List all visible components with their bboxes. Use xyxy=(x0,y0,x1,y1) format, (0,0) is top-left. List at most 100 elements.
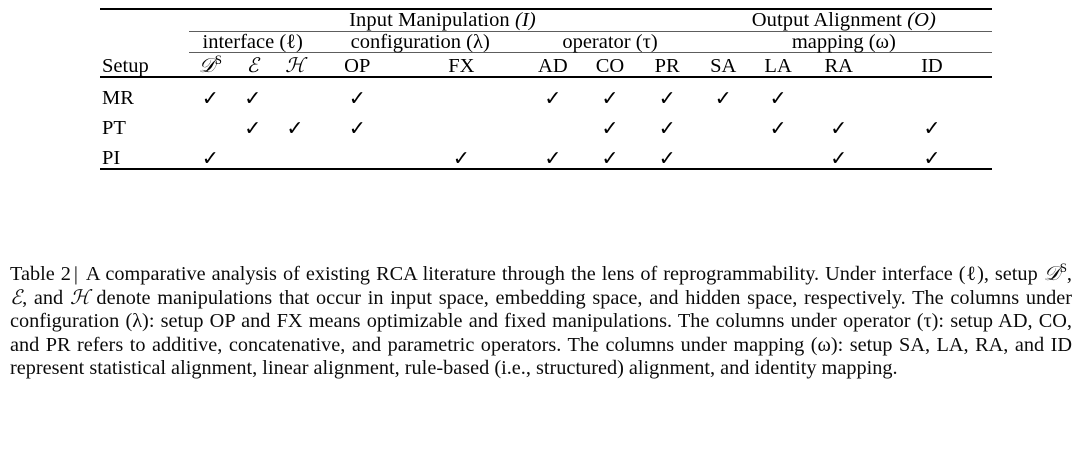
group-header-input-manipulation: Input Manipulation (I) xyxy=(189,10,696,31)
row-setup-pi: PI xyxy=(102,146,121,169)
caption-symbol-script-h: ℋ xyxy=(69,285,90,310)
column-header-id: ID xyxy=(921,54,943,77)
comparative-analysis-table: Input Manipulation (I) Output Alignment … xyxy=(100,8,992,172)
column-header-fx: FX xyxy=(448,54,475,77)
column-header-co: CO xyxy=(595,54,625,77)
cell-pt-ad xyxy=(524,108,581,138)
caption-separator: | xyxy=(73,262,78,285)
sub-header-interface-symbol: (ℓ) xyxy=(279,30,303,53)
caption-segment-2: , xyxy=(1066,262,1072,285)
group-header-output-alignment-label: Output Alignment xyxy=(751,9,902,31)
cell-mr-ad: ✓ xyxy=(544,85,562,110)
column-header-ra: RA xyxy=(824,54,853,77)
cell-pi-e xyxy=(232,138,274,169)
cell-pi-sa xyxy=(696,138,751,169)
column-header-xs: 𝒟S xyxy=(189,53,231,76)
column-header-e-label: ℰ xyxy=(246,52,259,77)
cell-pt-fx xyxy=(398,108,524,138)
column-header-ad: AD xyxy=(538,54,568,77)
cell-mr-e: ✓ xyxy=(244,85,262,110)
sub-header-configuration-label: configuration xyxy=(350,30,462,53)
cell-mr-id xyxy=(872,77,992,108)
table-row: PT ✓ ✓ ✓ ✓ ✓ ✓ ✓ ✓ xyxy=(100,108,992,140)
cell-pt-xs xyxy=(189,108,231,138)
cell-pt-h: ✓ xyxy=(286,115,304,140)
group-underline-row xyxy=(100,30,992,32)
cell-pt-pr: ✓ xyxy=(658,115,676,140)
cell-pt-ra: ✓ xyxy=(830,115,848,140)
sub-header-mapping-label: mapping xyxy=(791,30,864,53)
cell-mr-op: ✓ xyxy=(348,85,366,110)
column-header-sa: SA xyxy=(710,54,737,77)
caption-segment-3: , and xyxy=(22,287,70,310)
group-header-input-manipulation-symbol: (I) xyxy=(515,9,536,31)
sub-header-configuration: configuration (λ) xyxy=(316,30,524,53)
row-setup-mr: MR xyxy=(102,86,134,109)
sub-header-row: interface (ℓ) configuration (λ) operator… xyxy=(100,30,992,53)
caption-symbol-script-x-superscript: S xyxy=(1059,260,1067,275)
sub-header-mapping: mapping (ω) xyxy=(696,30,992,53)
caption-label: Table 2 xyxy=(10,262,71,285)
sub-header-spacer xyxy=(100,32,189,53)
cell-pt-e: ✓ xyxy=(244,115,262,140)
caption-symbol-script-e: ℰ xyxy=(10,285,23,310)
sub-underline-interface xyxy=(189,52,317,53)
sub-underline-configuration xyxy=(316,52,525,53)
cell-pi-xs: ✓ xyxy=(201,145,219,170)
table-row: MR ✓ ✓ ✓ ✓ ✓ ✓ ✓ ✓ xyxy=(100,77,992,110)
sub-header-operator-symbol: (τ) xyxy=(635,30,658,53)
caption-segment-4: denote manipulations that occur in input… xyxy=(10,287,1073,379)
cell-pi-h xyxy=(274,138,316,169)
cell-mr-xs: ✓ xyxy=(201,85,219,110)
row-setup-pt: PT xyxy=(102,116,126,139)
cell-mr-sa: ✓ xyxy=(714,85,732,110)
cell-pt-la: ✓ xyxy=(769,115,787,140)
column-header-h: ℋ xyxy=(274,53,316,76)
cell-mr-fx xyxy=(398,77,524,108)
group-underline-output xyxy=(695,30,992,32)
group-header-output-alignment: Output Alignment (O) xyxy=(696,10,992,31)
cell-pi-la xyxy=(751,138,806,169)
group-header-input-manipulation-label: Input Manipulation xyxy=(349,9,510,31)
sub-underline-row xyxy=(100,52,992,53)
table-caption: Table 2| A comparative analysis of exist… xyxy=(10,256,1072,380)
cell-pi-pr: ✓ xyxy=(658,145,676,170)
cell-pi-id: ✓ xyxy=(923,145,941,170)
group-header-output-alignment-symbol: (O) xyxy=(907,9,936,31)
cell-pt-id: ✓ xyxy=(923,115,941,140)
column-header-e: ℰ xyxy=(232,53,274,76)
sub-header-operator: operator (τ) xyxy=(524,30,696,53)
column-header-op: OP xyxy=(344,54,371,77)
sub-header-configuration-symbol: (λ) xyxy=(466,30,490,53)
caption-symbol-script-x: 𝒟 xyxy=(1043,260,1060,285)
cell-pi-fx: ✓ xyxy=(452,145,470,170)
column-header-h-label: ℋ xyxy=(285,52,305,77)
sub-header-operator-label: operator xyxy=(562,30,631,53)
cell-pi-op xyxy=(316,138,398,169)
cell-pt-sa xyxy=(696,108,751,138)
group-underline-input xyxy=(189,30,696,32)
column-header-row: Setup 𝒟S ℰ ℋ OP FX AD CO PR SA LA RA ID xyxy=(100,53,992,76)
group-header-row: Input Manipulation (I) Output Alignment … xyxy=(100,10,992,31)
group-header-spacer xyxy=(100,10,189,31)
cell-pi-co: ✓ xyxy=(601,145,619,170)
cell-mr-co: ✓ xyxy=(601,85,619,110)
column-header-pr: PR xyxy=(654,54,680,77)
sub-underline-mapping xyxy=(695,52,992,53)
cell-mr-h xyxy=(274,77,316,108)
cell-mr-ra xyxy=(806,77,872,108)
cell-pt-op: ✓ xyxy=(348,115,366,140)
sub-underline-operator xyxy=(524,52,696,53)
caption-segment-1: A comparative analysis of existing RCA l… xyxy=(80,262,1044,285)
sub-header-mapping-symbol: (ω) xyxy=(868,30,896,53)
table-container: Input Manipulation (I) Output Alignment … xyxy=(100,8,992,172)
cell-pt-co: ✓ xyxy=(601,115,619,140)
cell-pi-ra: ✓ xyxy=(830,145,848,170)
sub-header-interface-label: interface xyxy=(202,30,275,53)
column-header-setup: Setup xyxy=(102,54,149,77)
column-header-la: LA xyxy=(764,54,792,77)
table-row: PI ✓ ✓ ✓ ✓ ✓ ✓ ✓ xyxy=(100,138,992,169)
cell-pi-ad: ✓ xyxy=(544,145,562,170)
cell-mr-la: ✓ xyxy=(769,85,787,110)
